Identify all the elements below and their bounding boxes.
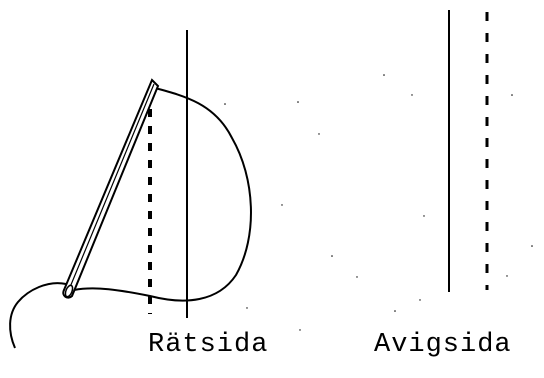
needle-icon xyxy=(62,78,160,299)
wrong-side-label: Avigsida xyxy=(374,330,512,360)
right-side-panel xyxy=(9,30,252,349)
right-side-label: Rätsida xyxy=(148,330,269,360)
wrong-side-panel xyxy=(448,10,489,292)
thread-tail xyxy=(9,282,67,349)
scan-specks xyxy=(224,74,533,331)
thread-loop xyxy=(73,87,252,302)
